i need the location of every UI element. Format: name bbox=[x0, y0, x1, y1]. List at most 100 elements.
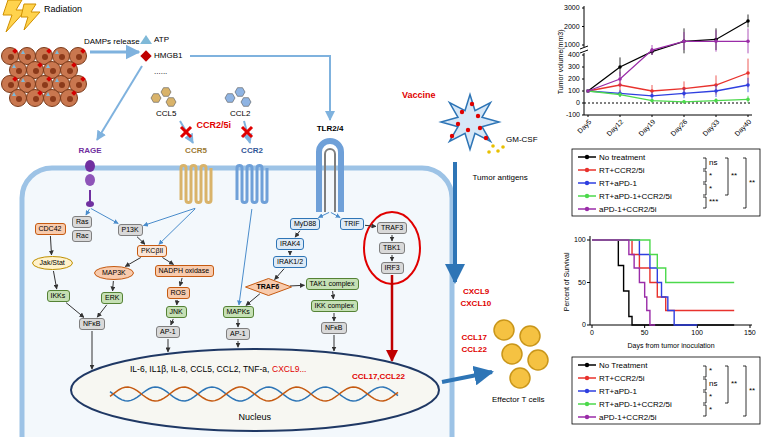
node-label: CDC42 bbox=[39, 225, 62, 233]
legend-swatch bbox=[585, 168, 589, 172]
tick-label: 200 bbox=[568, 75, 580, 83]
data-point bbox=[714, 99, 718, 103]
diagram-label: CCL5 bbox=[156, 110, 176, 119]
damp-mark bbox=[71, 62, 77, 68]
protein-box: ERK bbox=[101, 292, 123, 304]
signal-arrow bbox=[391, 275, 394, 361]
node-label: NFκB bbox=[325, 324, 343, 332]
antigen-dot bbox=[478, 126, 482, 130]
diagram-label: CXCL10 bbox=[461, 300, 492, 309]
data-point bbox=[746, 83, 750, 87]
tumor-cell bbox=[44, 90, 61, 107]
tumor-nucleus bbox=[76, 82, 82, 88]
legend-entry: No treatment bbox=[578, 151, 645, 163]
significance-bracket bbox=[703, 379, 706, 390]
tick-label: 1000 bbox=[564, 41, 580, 49]
data-point bbox=[682, 100, 686, 104]
tick-label: 2000 bbox=[564, 23, 580, 31]
diagram-label: Effector T cells bbox=[492, 396, 544, 405]
significance-mark: ** bbox=[749, 179, 755, 188]
transcription-factor-box: AP-1 bbox=[156, 326, 180, 338]
axis-title: Percent of Survival bbox=[562, 252, 570, 311]
tick bbox=[582, 45, 584, 46]
significance-mark: * bbox=[709, 393, 712, 402]
significance-mark: *** bbox=[709, 198, 718, 207]
tumor-cell bbox=[61, 90, 78, 107]
gpcr-receptor bbox=[237, 166, 267, 203]
tumor-nucleus bbox=[8, 54, 14, 60]
significance-bracket bbox=[703, 171, 706, 182]
tick-label: 150 bbox=[744, 329, 756, 337]
tick-label: 50 bbox=[578, 279, 586, 287]
node-label: ERK bbox=[105, 294, 119, 302]
tumor-nucleus bbox=[33, 68, 39, 74]
damp-arrow bbox=[97, 66, 142, 140]
nucleus-text: IL-6, IL1β, IL-8, CCL5, CCL2, TNF-a, bbox=[130, 365, 269, 375]
tumor-nucleus bbox=[42, 82, 48, 88]
signal-arrow bbox=[275, 269, 284, 280]
tick-label: -100 bbox=[566, 111, 580, 119]
tick-label: Day26 bbox=[669, 118, 689, 138]
significance-mark: ** bbox=[731, 172, 737, 181]
significance-bracket bbox=[743, 158, 746, 208]
t-cell bbox=[510, 368, 530, 388]
diagram-label: CCR2/5i bbox=[197, 121, 232, 131]
node-label: JNK bbox=[170, 308, 183, 316]
antigen-dot bbox=[450, 134, 454, 138]
data-point bbox=[586, 89, 590, 93]
legend-entry: RT+aPD-1 bbox=[578, 177, 637, 189]
node-label: TLR2/4 bbox=[315, 124, 346, 133]
signal-arrow bbox=[392, 255, 393, 261]
tumor-nucleus bbox=[16, 68, 22, 74]
tick bbox=[620, 115, 621, 117]
node-label: NFκB bbox=[83, 320, 101, 328]
y-axis bbox=[584, 53, 585, 115]
protein-box: IKK complex bbox=[311, 300, 358, 312]
tick bbox=[582, 55, 584, 56]
tick-label: Day40 bbox=[733, 118, 753, 138]
diagram-label: Tumor antigens bbox=[473, 174, 528, 183]
tick-label: 100 bbox=[574, 236, 586, 244]
tick-label: 0 bbox=[590, 329, 594, 337]
node-label: TRAF6 bbox=[257, 283, 280, 291]
inhibitor-x bbox=[181, 127, 191, 137]
protein-box: TAK1 complex bbox=[306, 278, 359, 290]
legend-label: No Treatment bbox=[599, 361, 647, 370]
protein-box: TBK1 bbox=[379, 242, 405, 254]
diagram-label: GM-CSF bbox=[506, 136, 538, 145]
survival-curve bbox=[592, 240, 734, 325]
tick-label: Day33 bbox=[701, 118, 721, 138]
diagram-label: CCL22 bbox=[462, 346, 487, 355]
diagram-label: CCL2 bbox=[230, 110, 250, 119]
tick bbox=[582, 26, 584, 27]
legend-entry: RT+aPD-1 bbox=[578, 385, 637, 397]
tick bbox=[588, 115, 589, 117]
gm-csf-dot bbox=[496, 149, 500, 153]
legend-swatch bbox=[585, 181, 589, 185]
protein-box: NADPH oxidase bbox=[155, 265, 214, 277]
legend-swatch bbox=[578, 399, 596, 409]
signaling-complex-outline bbox=[364, 212, 420, 284]
protein-box: IRAK4 bbox=[276, 238, 304, 250]
dna-strand bbox=[110, 387, 398, 401]
tick-label: 0 bbox=[576, 99, 580, 107]
diagram-label: ...... bbox=[154, 68, 167, 77]
node-label: IKK complex bbox=[315, 302, 354, 310]
damp-mark bbox=[21, 50, 25, 54]
tick bbox=[582, 8, 584, 9]
damp-mark bbox=[80, 76, 86, 82]
damp-mark bbox=[46, 64, 50, 68]
data-point bbox=[746, 71, 750, 75]
significance-mark: ** bbox=[749, 179, 755, 188]
tick-label: 3000 bbox=[564, 4, 580, 12]
legend-entry: aPD-1+CCR2/5i bbox=[578, 411, 657, 423]
t-cell bbox=[502, 344, 522, 364]
protein-box: JNK bbox=[166, 306, 187, 318]
significance-mark: * bbox=[709, 393, 712, 402]
tlr-receptor bbox=[325, 149, 335, 212]
legend-label: RT+CCR2/5i bbox=[599, 374, 644, 383]
node-label: IRAK4 bbox=[280, 240, 300, 248]
data-point bbox=[682, 40, 686, 44]
significance-bracket bbox=[725, 158, 728, 195]
